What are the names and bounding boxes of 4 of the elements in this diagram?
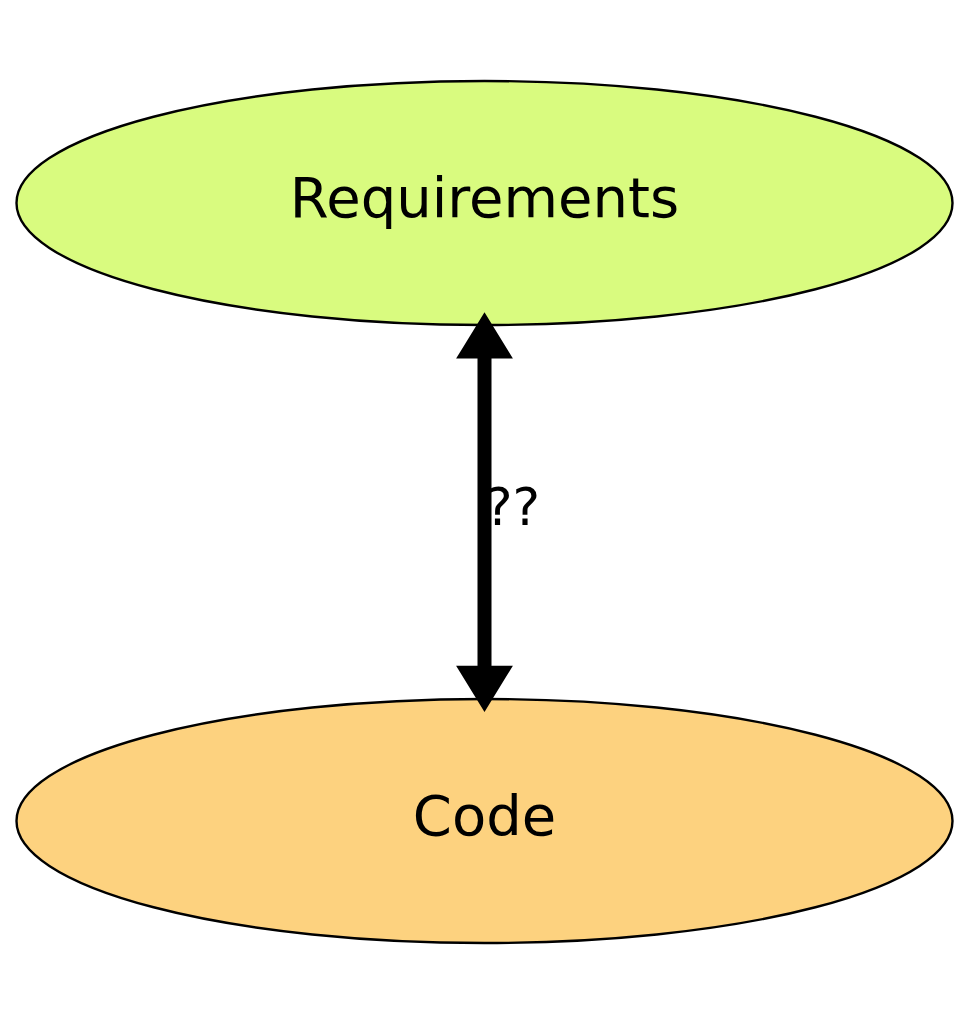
edge-label: ?? — [484, 476, 541, 537]
arrow — [456, 311, 513, 712]
node-ellipse: Requirements — [15, 79, 954, 326]
node-ellipse: Code — [15, 697, 954, 944]
